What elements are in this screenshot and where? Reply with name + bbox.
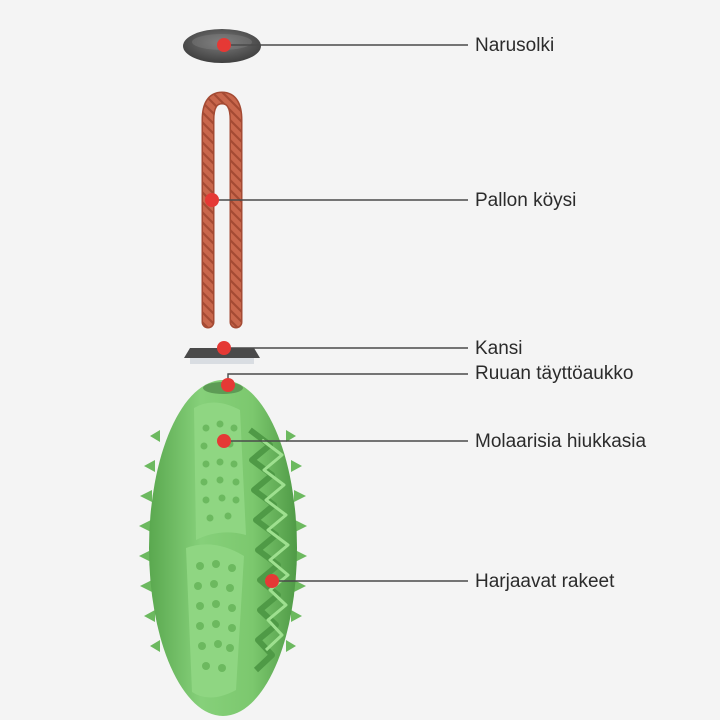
green-ball [139,380,307,716]
label-lid: Kansi [475,338,523,359]
label-buckle: Narusolki [475,35,555,56]
callout-dot-lid [217,341,231,355]
callout-dot-buckle [217,38,231,52]
callout-dot-brush [265,574,279,588]
callout-dot-fill-hole [221,378,235,392]
label-molar: Molaarisia hiukkasia [475,431,647,452]
callout-dot-molar [217,434,231,448]
ball-rope [201,91,243,329]
label-brush: Harjaavat rakeet [475,571,615,592]
label-rope: Pallon köysi [475,190,577,211]
callout-dot-rope [205,193,219,207]
label-fill-hole: Ruuan täyttöaukko [475,363,634,384]
leader-line-fill-hole [227,373,468,385]
